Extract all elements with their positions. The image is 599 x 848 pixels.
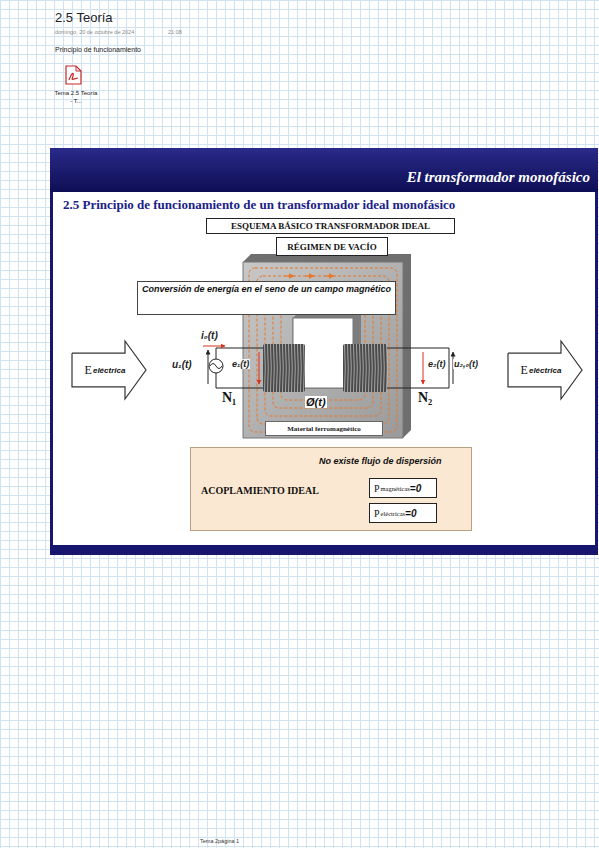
slide-panel: 2.5 Principio de funcionamiento de un tr… (50, 148, 598, 555)
label: 21:08 (168, 29, 182, 35)
header-band: El transformador monofásico (50, 148, 598, 192)
callout-box: Conversión de energía en el seno de un c… (137, 281, 396, 315)
node-text: 2.5 Principio de funcionamiento de un tr… (63, 197, 455, 213)
node-text: E (85, 363, 92, 378)
node-subtext: eléctricas (381, 510, 406, 517)
node-text: E (521, 363, 528, 378)
label: u₂,₀(t) (453, 359, 479, 369)
power-box: Pmagnéticas=0 (369, 478, 437, 498)
label: Tema 2.5 Teoría - T... (54, 90, 98, 105)
node-text: No existe flujo de dispersión (319, 456, 442, 466)
label: Ø(t) (305, 396, 327, 408)
scheme-box: ESQUEMA BÁSICO TRANSFORMADOR IDEAL (206, 218, 455, 234)
node-subtext: eléctrica (529, 366, 561, 375)
node-text: El transformador monofásico (407, 169, 590, 186)
power-box: Peléctricas=0 (369, 503, 437, 523)
node-text: ESQUEMA BÁSICO TRANSFORMADOR IDEAL (231, 221, 430, 231)
node-subtext: eléctrica (93, 366, 125, 375)
node-subtext: magnéticas (381, 485, 410, 492)
label: domingo, 20 de octubre de 2024 (55, 29, 134, 35)
label: i₀(t) (200, 330, 219, 341)
label: e₂(t) (427, 359, 446, 369)
page-title: 2.5 Teoría (55, 10, 113, 25)
node-subtext: =0 (405, 508, 416, 519)
label: N₂ (417, 390, 433, 406)
label: Tema 2página 1 (200, 838, 239, 844)
label: e₁(t) (231, 359, 250, 369)
node-subtext: =0 (410, 483, 421, 494)
node-subtext: ACOPLAMIENTO IDEAL (201, 485, 319, 496)
node-text: Conversión de energía en el seno de un c… (142, 284, 391, 295)
node-text: P (374, 483, 380, 494)
node-text: Material ferromagnético (287, 425, 361, 433)
coupling-box: No existe flujo de dispersiónACOPLAMIENT… (190, 447, 472, 531)
label: Principio de funcionamiento (55, 46, 141, 53)
label: N₁ (221, 390, 237, 406)
node-text: RÉGIMEN DE VACÍO (287, 242, 377, 252)
label: u₁(t) (171, 359, 193, 370)
energy-arrow: Eeléctrica (71, 340, 147, 400)
material-box: Material ferromagnético (265, 421, 383, 436)
energy-arrow: Eeléctrica (507, 340, 583, 400)
node-text: P (374, 508, 380, 519)
regime-box: RÉGIMEN DE VACÍO (276, 237, 388, 256)
